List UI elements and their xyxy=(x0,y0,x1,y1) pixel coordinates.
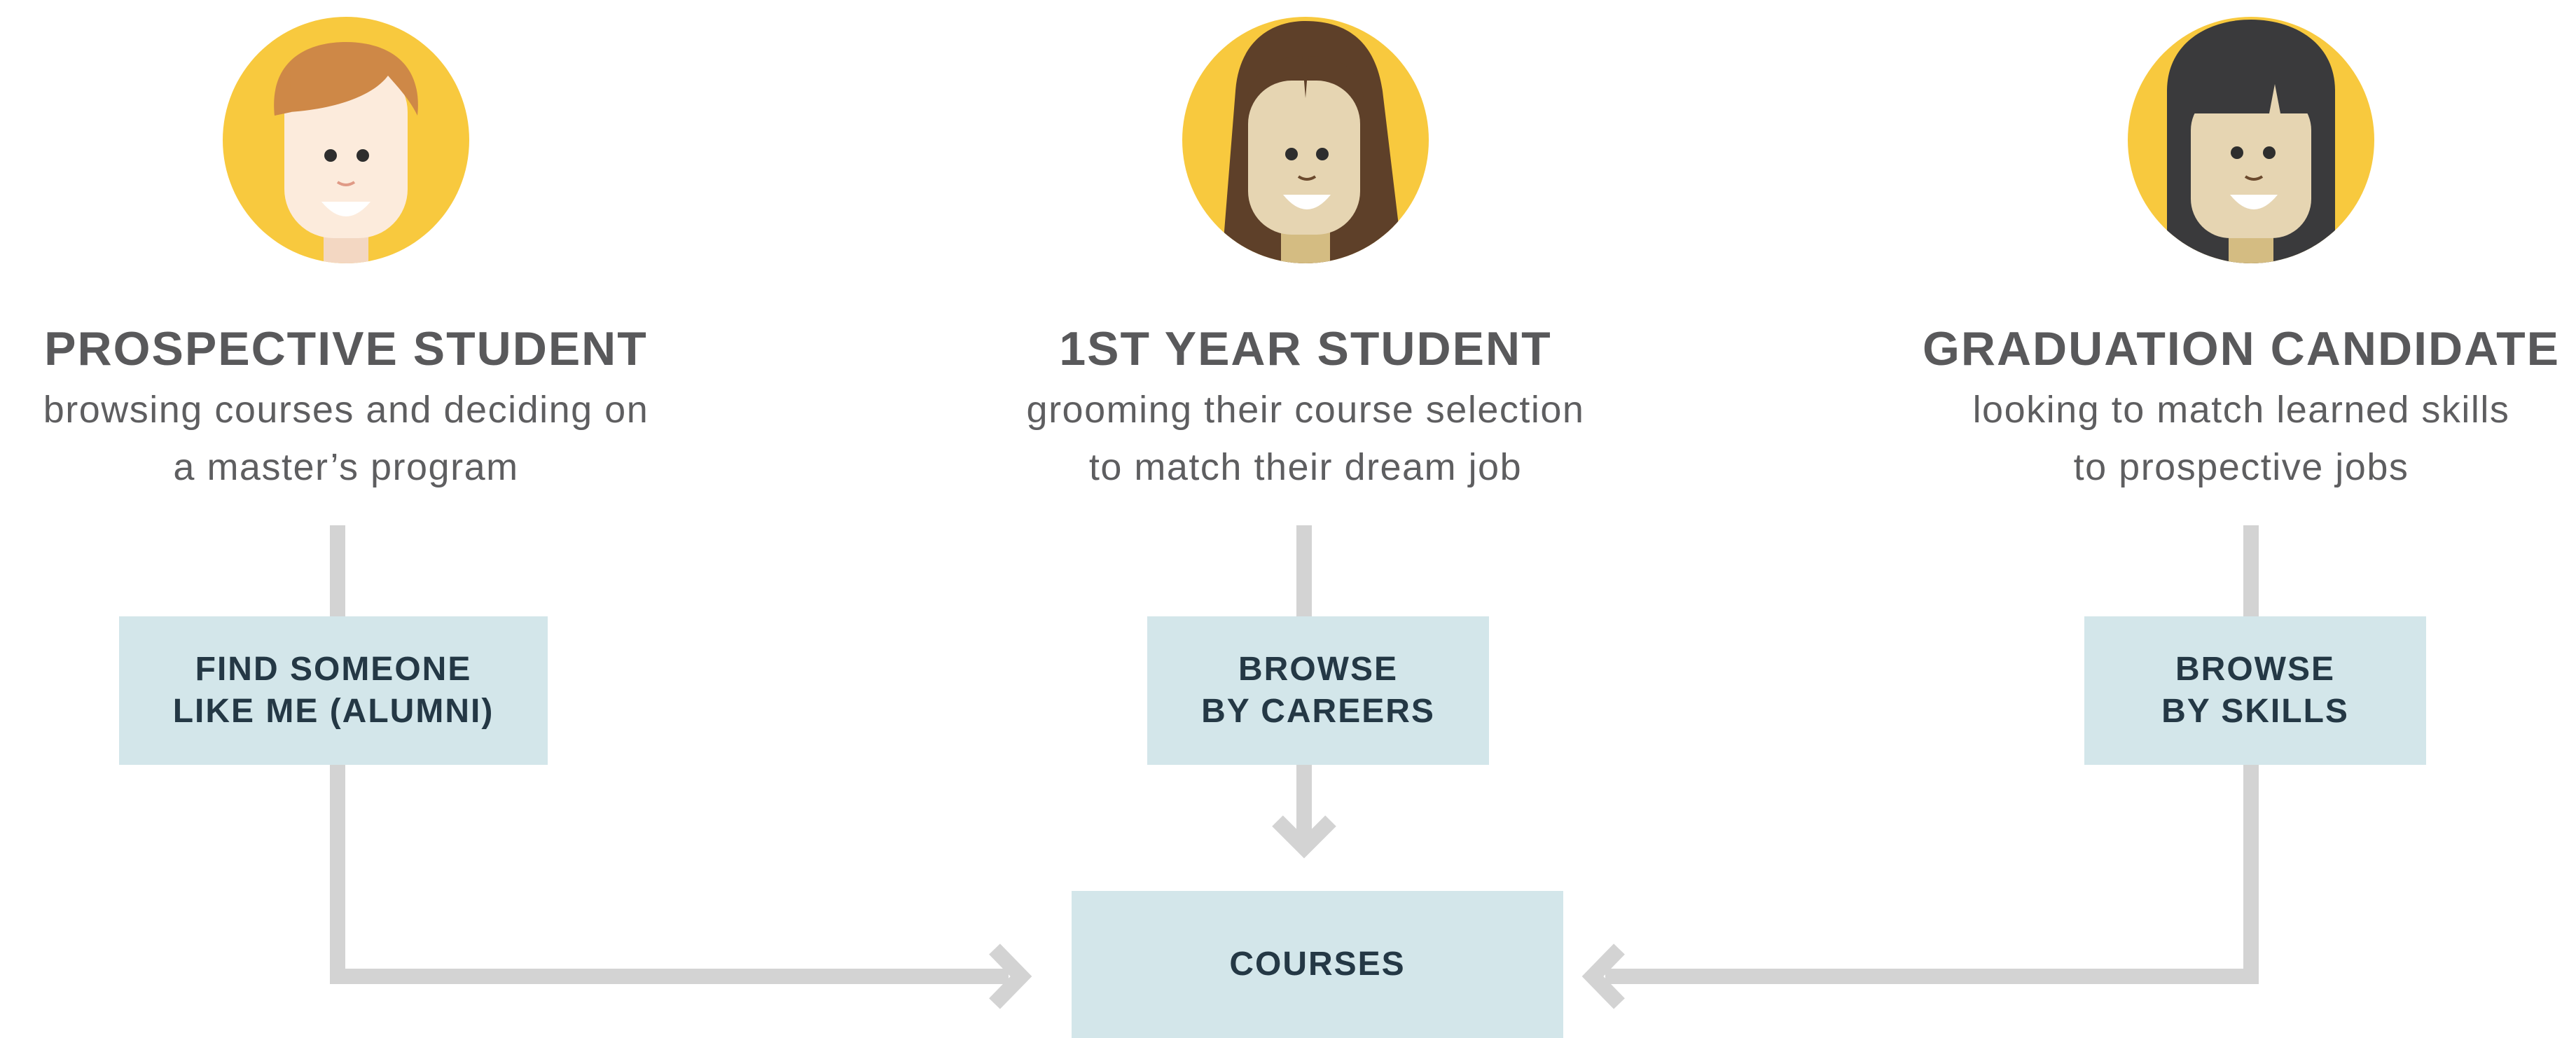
persona-title: GRADUATION CANDIDATE xyxy=(1922,322,2561,375)
persona-prospective-student: PROSPECTIVE STUDENT browsing courses and… xyxy=(0,321,696,496)
persona-title: PROSPECTIVE STUDENT xyxy=(44,322,648,375)
persona-description-line: browsing courses and deciding on xyxy=(43,389,649,431)
courses-label: COURSES xyxy=(1229,946,1406,983)
persona-description-line: a master’s program xyxy=(173,446,519,488)
box-label-line: BROWSE xyxy=(2175,651,2335,688)
persona-description-line: grooming their course selection xyxy=(1026,389,1585,431)
connector-skills-to-courses xyxy=(1605,763,2259,984)
connector-find-to-courses xyxy=(330,763,1009,984)
box-label-line: BY CAREERS xyxy=(1201,693,1435,730)
box-label-line: BROWSE xyxy=(1238,651,1398,688)
arrow-head-middle xyxy=(1272,815,1336,859)
light-haired-student-avatar xyxy=(223,17,469,263)
box-label-line: FIND SOMEONE xyxy=(195,651,472,688)
persona-description-line: to match their dream job xyxy=(1088,446,1523,488)
box-label-line: BY SKILLS xyxy=(2161,693,2349,730)
courses-box[interactable]: COURSES xyxy=(1072,891,1563,1038)
persona-description-line: to prospective jobs xyxy=(2073,446,2409,488)
black-haired-student-avatar xyxy=(2128,17,2374,263)
arrow-head-left xyxy=(989,943,1032,1009)
persona-first-year-student: 1ST YEAR STUDENT grooming their course s… xyxy=(955,321,1656,496)
find-someone-like-me-box[interactable]: FIND SOMEONE LIKE ME (ALUMNI) xyxy=(119,616,548,765)
box-label-line: LIKE ME (ALUMNI) xyxy=(172,693,494,730)
persona-title: 1ST YEAR STUDENT xyxy=(1059,322,1552,375)
browse-by-careers-box[interactable]: BROWSE BY CAREERS xyxy=(1147,616,1489,765)
persona-graduation-candidate: GRADUATION CANDIDATE looking to match le… xyxy=(1891,321,2576,496)
arrow-head-right xyxy=(1581,943,1625,1009)
persona-description-line: looking to match learned skills xyxy=(1972,389,2510,431)
browse-by-skills-box[interactable]: BROWSE BY SKILLS xyxy=(2084,616,2426,765)
long-brown-haired-student-avatar xyxy=(1182,17,1429,263)
